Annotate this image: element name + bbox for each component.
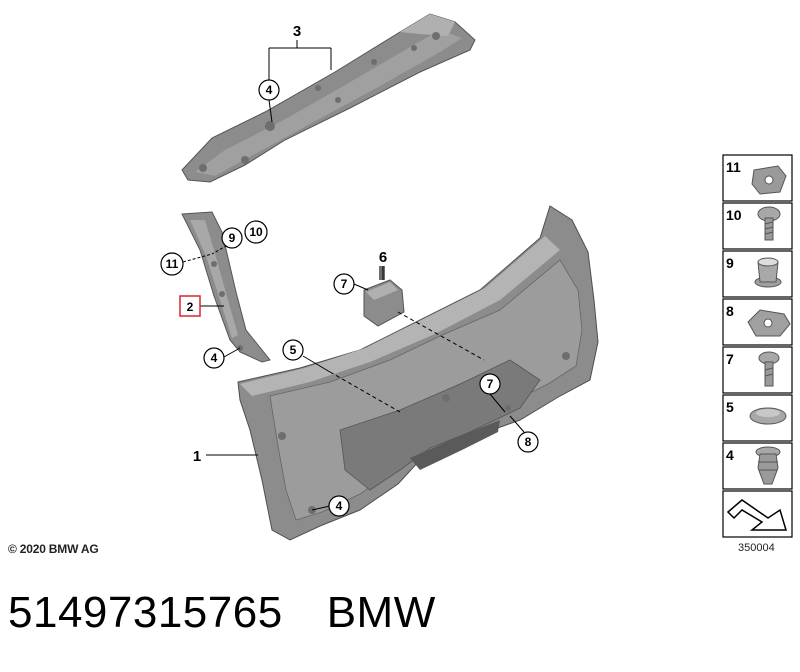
svg-text:1: 1 [193, 448, 201, 465]
svg-text:8: 8 [525, 435, 532, 449]
leader-lines [182, 40, 525, 511]
svg-text:2: 2 [187, 300, 194, 314]
legend-cell-7[interactable]: 7 [722, 346, 793, 394]
callout-3: 3 [293, 23, 301, 40]
callout-5: 5 [282, 339, 304, 361]
copyright-notice: © 2020 BMW AG [8, 542, 99, 556]
legend-arrow-cell[interactable] [722, 490, 793, 538]
fastener-legend: 11 10 9 [722, 154, 793, 538]
push-clip-icon [755, 446, 781, 485]
legend-cell-11[interactable]: 11 [722, 154, 793, 202]
svg-text:8: 8 [726, 303, 734, 319]
callout-11: 11 [160, 252, 184, 276]
svg-text:4: 4 [266, 83, 273, 97]
callout-4-left: 4 [203, 347, 225, 369]
side-trim-strip [181, 211, 271, 363]
screw-icon [757, 206, 781, 241]
svg-text:7: 7 [487, 377, 494, 391]
callout-6: 6 [379, 249, 387, 266]
svg-text:5: 5 [290, 343, 297, 357]
svg-text:11: 11 [726, 159, 741, 175]
callout-4-top: 4 [258, 79, 280, 101]
svg-text:9: 9 [229, 231, 236, 245]
svg-text:10: 10 [726, 207, 742, 223]
legend-cell-4[interactable]: 4 [722, 442, 793, 490]
callout-1: 1 [193, 448, 201, 465]
svg-text:7: 7 [341, 277, 348, 291]
callout-10: 10 [244, 220, 268, 244]
tailgate-trim-panel [237, 205, 599, 541]
part-title: 51497315765 BMW [8, 588, 436, 638]
foam-pad-icon [749, 407, 787, 425]
svg-text:4: 4 [211, 351, 218, 365]
svg-text:7: 7 [726, 351, 734, 367]
svg-text:6: 6 [379, 249, 387, 266]
svg-text:11: 11 [166, 257, 179, 271]
callout-8: 8 [517, 431, 539, 453]
direction-arrow-icon [726, 499, 788, 531]
legend-cell-10[interactable]: 10 [722, 202, 793, 250]
callout-4-bottom: 4 [328, 495, 350, 517]
pull-handle [363, 266, 405, 327]
svg-text:4: 4 [336, 499, 343, 513]
svg-text:4: 4 [726, 447, 734, 463]
legend-cell-5[interactable]: 5 [722, 394, 793, 442]
part-brand: BMW [326, 588, 436, 637]
bolt-icon [758, 351, 780, 387]
svg-text:9: 9 [726, 255, 734, 271]
part-number: 51497315765 [8, 588, 283, 637]
legend-cell-8[interactable]: 8 [722, 298, 793, 346]
diagram-code: 350004 [738, 542, 775, 554]
svg-text:5: 5 [726, 399, 734, 415]
upper-trim-panel [181, 13, 476, 183]
callout-7-left: 7 [333, 273, 355, 295]
svg-text:3: 3 [293, 23, 301, 40]
callout-9: 9 [221, 227, 243, 249]
svg-text:10: 10 [249, 225, 263, 239]
callout-7-right: 7 [479, 373, 501, 395]
grommet-icon [754, 257, 782, 288]
callout-2-highlighted[interactable]: 2 [179, 295, 201, 317]
legend-cell-9[interactable]: 9 [722, 250, 793, 298]
